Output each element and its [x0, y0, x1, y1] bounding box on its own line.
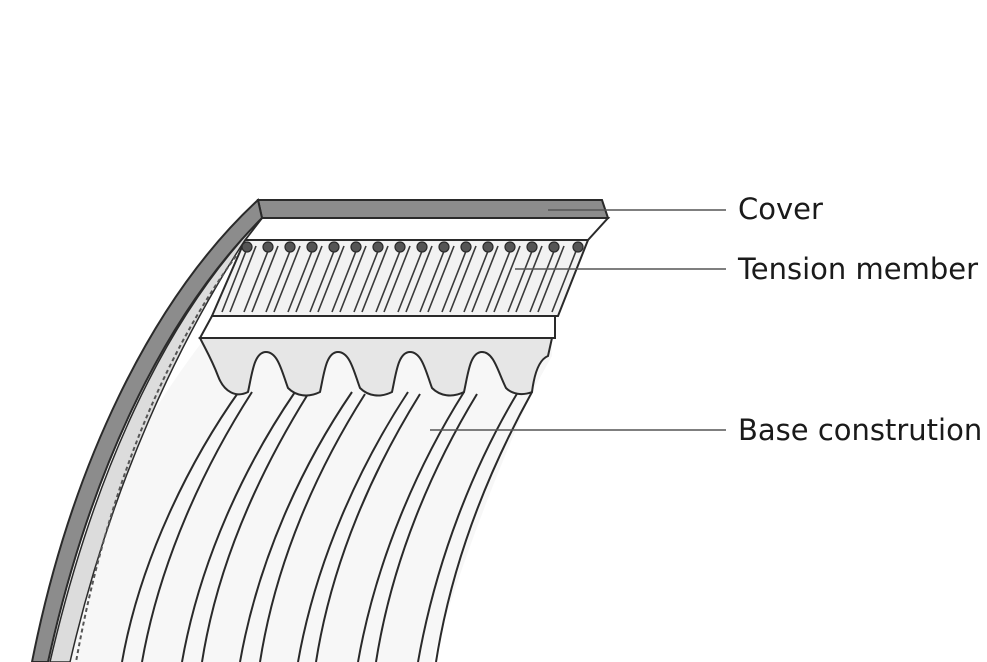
- tension-member-layer: [210, 239, 590, 317]
- base-construction-label: Base constrution: [738, 413, 983, 447]
- inner-layer: [198, 315, 556, 339]
- tension-member-label: Tension member: [738, 252, 979, 286]
- base-construction-body: [40, 337, 554, 662]
- cover-layer: [30, 198, 611, 662]
- leader-lines: [430, 209, 726, 431]
- cover-label: Cover: [738, 192, 823, 226]
